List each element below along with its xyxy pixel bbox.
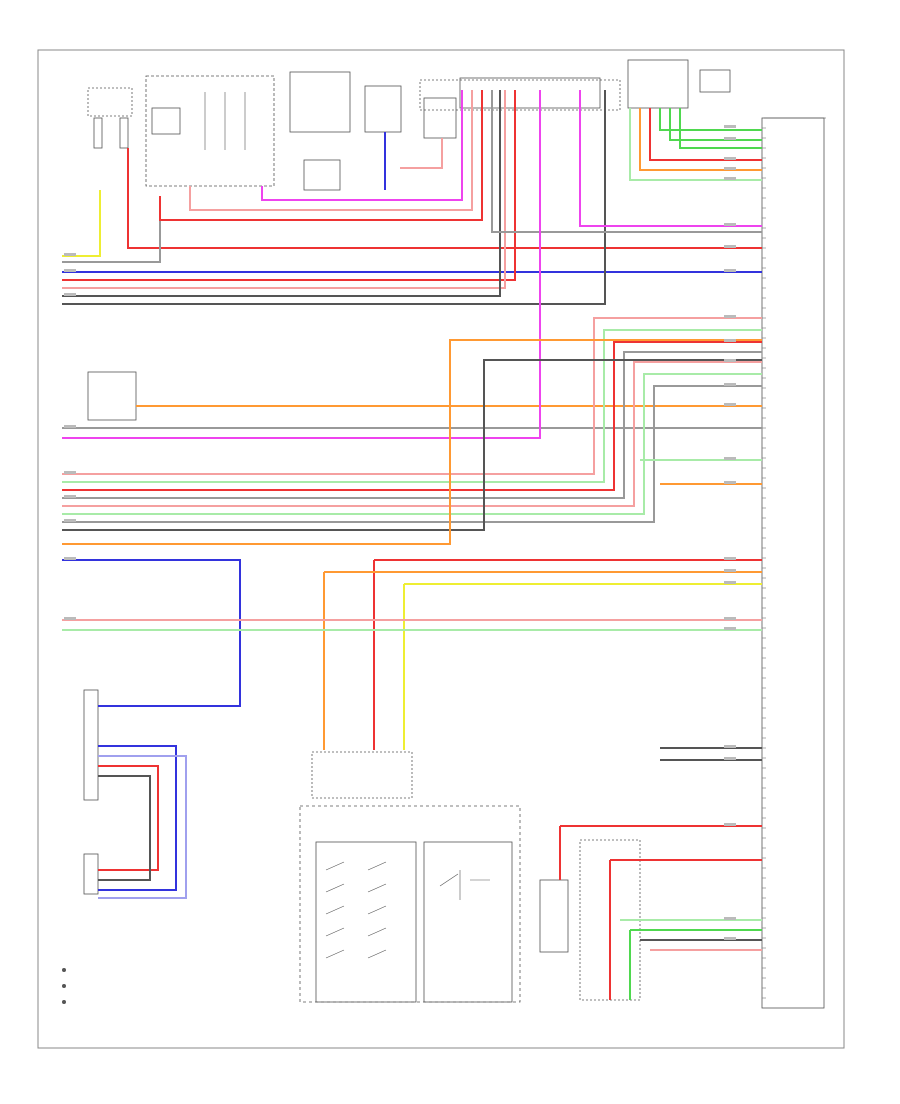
wire-28 <box>62 373 762 515</box>
wire-26 <box>62 351 762 499</box>
wire-label-mark <box>724 383 736 386</box>
wire-label-mark <box>64 519 76 522</box>
wire-6 <box>62 90 506 289</box>
wire-34 <box>62 559 241 707</box>
wire-label-mark <box>724 823 736 826</box>
steering-pad-switch <box>311 751 413 799</box>
wire-1 <box>127 148 762 249</box>
wire-47 <box>609 859 762 1000</box>
right-steering-pad-switch <box>423 841 513 1003</box>
wire-29 <box>62 385 762 523</box>
wire-31 <box>62 339 762 545</box>
wire-label-mark <box>724 617 736 620</box>
wire-label-mark <box>724 757 736 760</box>
wire-27 <box>62 361 762 507</box>
wire-label-mark <box>64 495 76 498</box>
transmission-range-switch <box>145 75 275 187</box>
wire-49 <box>629 929 762 1000</box>
wire-40 <box>98 745 177 891</box>
wire-label-mark <box>64 293 76 296</box>
wire-13 <box>261 90 463 201</box>
left-junction-block <box>364 85 457 139</box>
wire-label-mark <box>724 157 736 160</box>
wire-8 <box>62 90 606 305</box>
wire-label-mark <box>64 425 76 428</box>
wire-16 <box>491 90 762 233</box>
wire-label-mark <box>724 627 736 630</box>
wire-11 <box>639 108 762 171</box>
wire-layer <box>62 90 762 1000</box>
label-layer <box>64 125 736 940</box>
wire-label-mark <box>724 359 736 362</box>
wire-label-mark <box>64 269 76 272</box>
ignition-switch <box>87 87 133 149</box>
wire-17 <box>579 90 762 227</box>
left-steering-pad-switch <box>299 805 521 1003</box>
wire-label-mark <box>724 269 736 272</box>
wire-label-mark <box>724 937 736 940</box>
wire-23 <box>62 317 762 475</box>
wire-label-mark <box>724 557 736 560</box>
wire-19 <box>400 138 443 169</box>
wire-label-mark <box>724 223 736 226</box>
wire-label-mark <box>724 245 736 248</box>
wire-label-mark <box>724 403 736 406</box>
diagram-frame <box>37 49 845 1049</box>
wire-42 <box>98 765 159 871</box>
wire-15 <box>159 90 483 221</box>
wire-37 <box>403 583 762 750</box>
steering-lock-connector <box>627 59 731 109</box>
top-right-connector <box>419 77 621 111</box>
module-pin-ticks <box>762 127 766 999</box>
diagram-legend <box>62 968 66 1004</box>
center-relay-box <box>87 371 137 421</box>
wire-label-mark <box>724 917 736 920</box>
wire-22 <box>62 90 541 439</box>
wire-35 <box>373 559 762 750</box>
wire-43 <box>98 775 151 881</box>
wire-label-mark <box>724 745 736 748</box>
wire-label-mark <box>724 569 736 572</box>
wire-46 <box>559 825 762 880</box>
wire-label-mark <box>724 481 736 484</box>
wire-30 <box>62 359 762 531</box>
wire-10 <box>649 108 762 161</box>
wire-2 <box>62 190 101 257</box>
wire-label-mark <box>64 253 76 256</box>
wire-12 <box>629 108 762 181</box>
wire-label-mark <box>724 457 736 460</box>
wire-label-mark <box>724 167 736 170</box>
wire-label-mark <box>64 557 76 560</box>
wire-24 <box>62 329 762 483</box>
switch-contacts <box>325 861 387 959</box>
lower-left-module <box>83 689 99 895</box>
wire-7 <box>62 90 501 297</box>
main-control-module <box>761 117 826 1009</box>
wire-41 <box>98 755 187 899</box>
wire-5 <box>62 90 516 281</box>
wire-label-mark <box>724 137 736 140</box>
wire-label-mark <box>64 617 76 620</box>
wire-label-mark <box>724 339 736 342</box>
sensor-module <box>289 71 351 191</box>
wire-label-mark <box>724 177 736 180</box>
wire-9 <box>659 108 762 149</box>
wire-label-mark <box>64 471 76 474</box>
wire-3 <box>62 200 161 263</box>
wire-label-mark <box>724 315 736 318</box>
wire-label-mark <box>724 125 736 128</box>
wire-36 <box>323 571 762 750</box>
wire-25 <box>62 341 762 491</box>
wire-label-mark <box>724 581 736 584</box>
wire-14 <box>189 90 473 211</box>
